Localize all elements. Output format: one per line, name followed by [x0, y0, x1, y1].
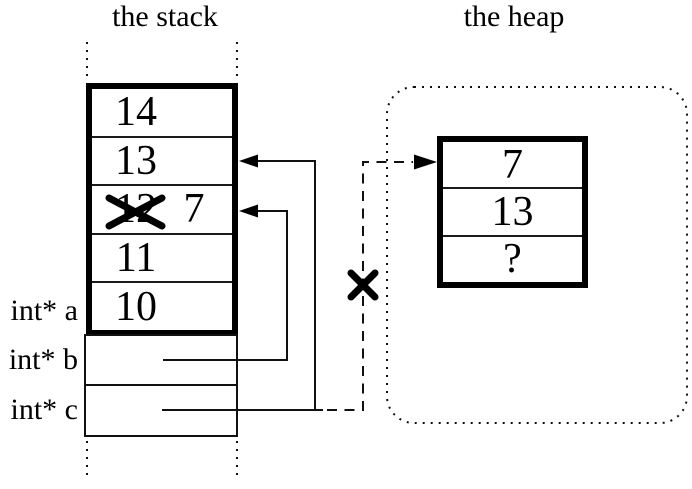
- heap-cell-value: ?: [503, 236, 522, 283]
- heap-cell-7: 7: [443, 141, 582, 190]
- pointer-cell-b: [84, 334, 238, 386]
- pointer-label-a: int* a: [10, 294, 79, 327]
- heap-cell-13: 13: [443, 188, 582, 237]
- stack-row-old-value: 12: [115, 186, 157, 233]
- arrowhead-heap-icon: [414, 154, 437, 170]
- heap-record-box: 7 13 ?: [437, 136, 588, 288]
- stack-row-value: 11: [115, 235, 157, 282]
- stack-row-13: 13: [92, 138, 232, 187]
- stack-row-11: 11: [92, 235, 232, 284]
- pointer-label-b: int* b: [8, 343, 78, 376]
- pointer-cell-c: [84, 384, 238, 437]
- dangling-pointer-dashed-arrow: [327, 154, 437, 411]
- pointer-label-c: int* c: [10, 393, 79, 426]
- heap-cell-value: 7: [502, 141, 523, 188]
- stack-row-value: 14: [115, 89, 157, 136]
- cross-out-dangling-icon: [347, 269, 379, 301]
- arrowhead-c-icon: [239, 154, 258, 168]
- stack-frame-box: 14 13 12 7 11 10: [86, 83, 238, 336]
- heap-title: the heap: [463, 0, 565, 33]
- heap-cell-unknown: ?: [443, 237, 582, 282]
- stack-row-value: 10: [115, 283, 157, 330]
- heap-cell-value: 13: [491, 188, 534, 235]
- stack-row-12-crossed: 12 7: [92, 186, 232, 235]
- stack-row-new-value: 7: [183, 186, 205, 233]
- stack-row-value: 13: [115, 137, 157, 184]
- stack-row-14: 14: [92, 89, 232, 138]
- stack-title: the stack: [112, 0, 218, 33]
- stack-row-10: 10: [92, 283, 232, 330]
- pointer-cells-outline: [84, 334, 238, 437]
- arrowhead-b-icon: [239, 204, 258, 218]
